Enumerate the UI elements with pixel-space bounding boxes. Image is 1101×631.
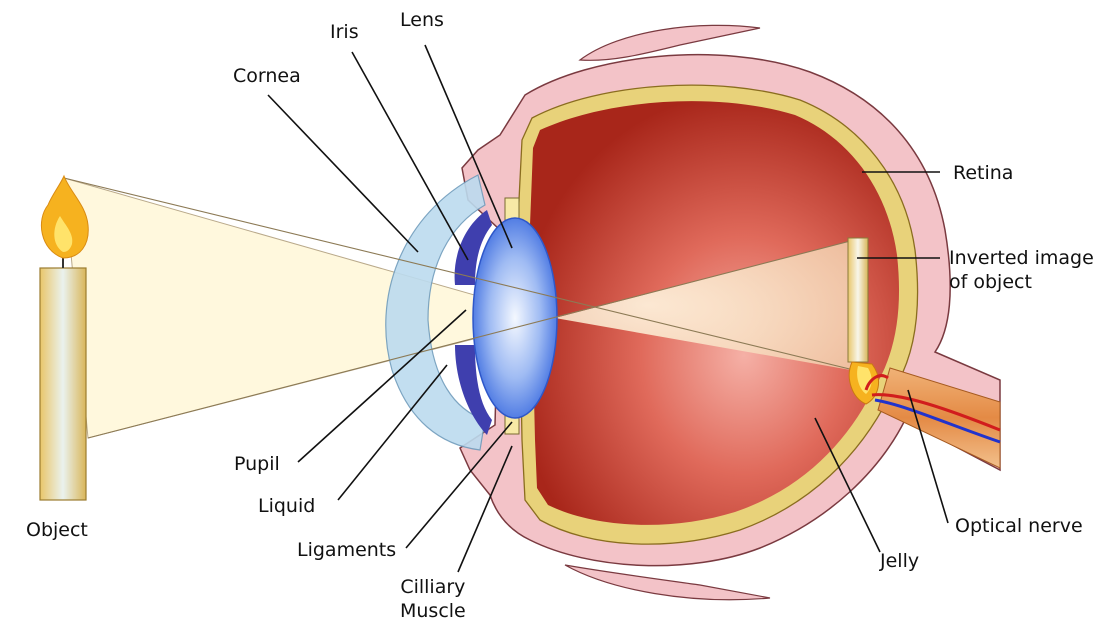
label-optical-nerve: Optical nerve: [955, 514, 1083, 538]
label-liquid: Liquid: [258, 494, 315, 518]
label-jelly: Jelly: [880, 549, 919, 573]
label-pupil: Pupil: [234, 452, 280, 476]
label-retina: Retina: [953, 161, 1013, 185]
lens: [473, 218, 557, 418]
label-iris: Iris: [330, 20, 359, 44]
label-object: Object: [26, 518, 88, 542]
label-inverted-image: Inverted image of object: [949, 246, 1094, 294]
object-candle: [40, 176, 88, 500]
label-lens: Lens: [400, 8, 444, 32]
pointer-iris: [352, 52, 468, 260]
pointer-cornea: [268, 95, 418, 252]
pointer-liquid: [338, 365, 447, 500]
label-cornea: Cornea: [233, 64, 301, 88]
label-ligaments: Ligaments: [297, 538, 396, 562]
label-ciliary-muscle: Cilliary Muscle: [400, 575, 466, 623]
